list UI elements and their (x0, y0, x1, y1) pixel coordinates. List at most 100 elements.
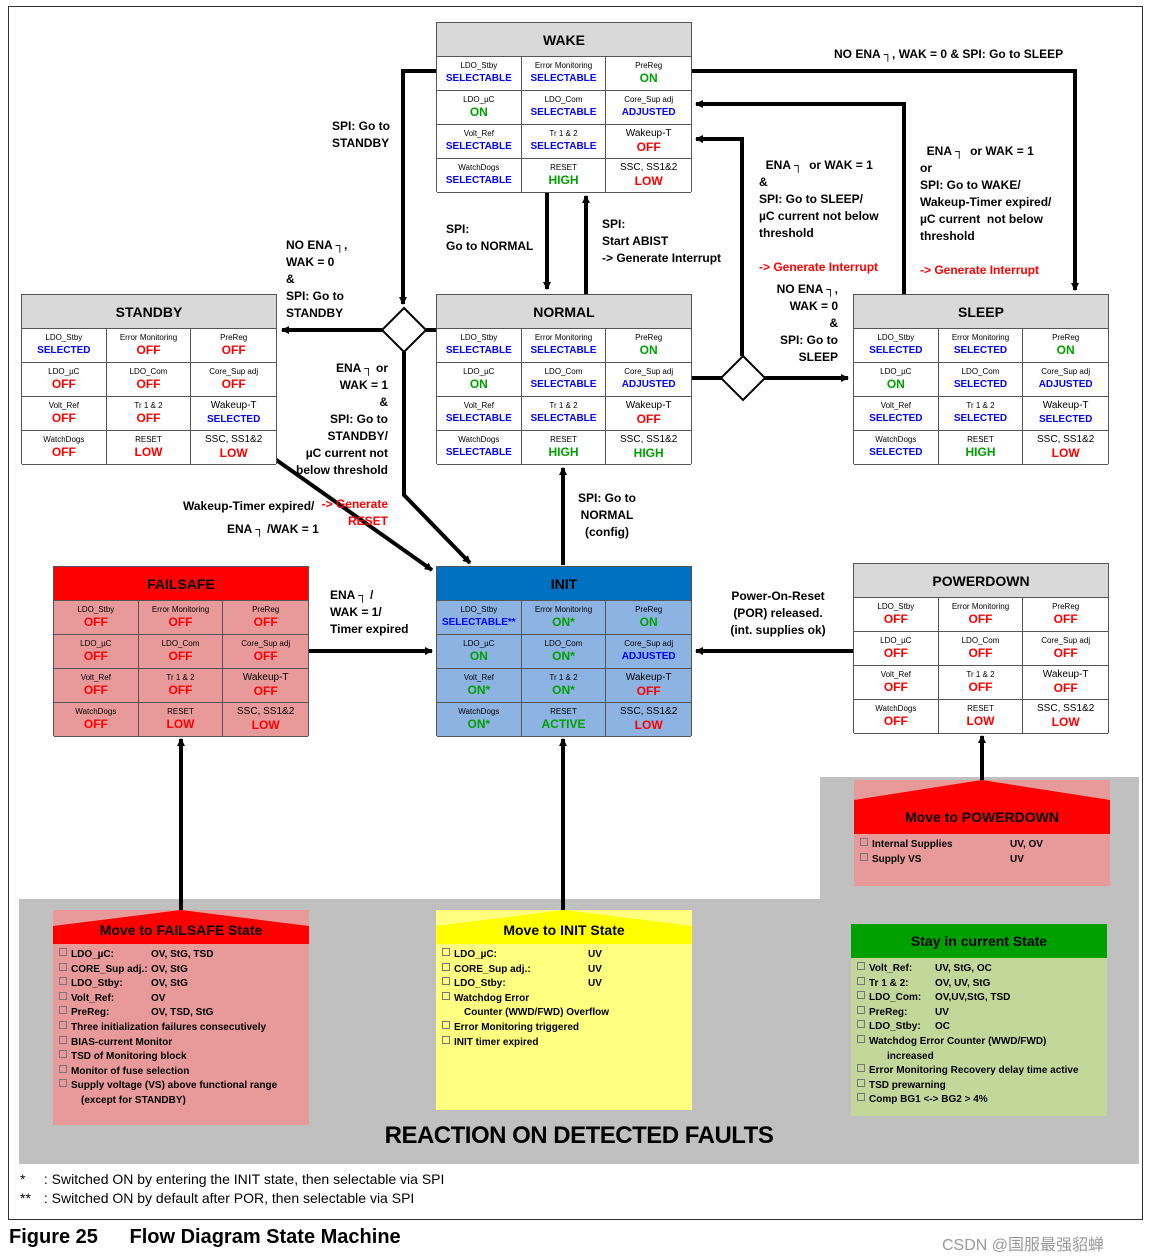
cell-name: RESET (550, 435, 577, 444)
cell-value: SELECTABLE (530, 345, 597, 356)
fault-header-shape (854, 780, 1110, 834)
fault-item: LDO_Stby: OC (857, 1020, 1101, 1035)
fault-item: Three initialization failures consecutiv… (59, 1020, 303, 1036)
fault-cause: CORE_Sup adj.: (71, 963, 148, 975)
cell-name: Error Monitoring (951, 333, 1010, 342)
fault-item: TSD prewarning (857, 1078, 1101, 1094)
checkbox-icon (59, 1050, 67, 1059)
fault-item: Error Monitoring triggered (442, 1020, 686, 1036)
label-wake-to-standby: SPI: Go to STANDBY (332, 119, 390, 150)
cell-value: ON (469, 649, 488, 663)
cell-value: OFF (83, 649, 108, 663)
label-normal-to-sleep: NO ENA ┐, WAK = 0 & SPI: Go to SLEEP (776, 282, 838, 364)
cell-name: Core_Sup adj (209, 367, 259, 376)
cell-name: PreReg (1052, 333, 1080, 342)
fault-item: Watchdog Error (442, 991, 686, 1007)
fault-condition: OC (935, 1021, 950, 1033)
fault-item: CORE_Sup adj.:UV (442, 962, 686, 978)
cell-name: LDO_Com (544, 639, 583, 648)
cell-name: LDO_Stby (45, 333, 83, 342)
checkbox-icon (442, 948, 450, 956)
cell-value: OFF (253, 684, 278, 698)
cell-name: Wakeup-T (625, 672, 672, 683)
footnote-text: : Switched ON by default after POR, then… (43, 1190, 415, 1206)
cell-value: SELECTED (869, 345, 923, 356)
cell-value: OFF (883, 680, 908, 694)
fault-condition: OV, StG (151, 963, 188, 975)
fault-item: Supply voltage (VS) above functional ran… (59, 1079, 303, 1094)
cell-value: OFF (168, 615, 193, 629)
checkbox-icon (857, 976, 865, 985)
cell-name: PreReg (635, 61, 663, 70)
cell-value: HIGH (965, 445, 996, 459)
cell-name: Core_Sup adj (624, 639, 674, 648)
checkbox-icon (857, 1078, 865, 1087)
cell-value: OFF (1053, 612, 1078, 626)
cell-value: OFF (136, 377, 161, 391)
fault-condition: UV (588, 963, 602, 975)
figure-frame (8, 6, 1143, 1220)
cell-value: SELECTABLE (530, 413, 597, 424)
cell-name: SSC, SS1&2 (620, 706, 678, 717)
fault-item: LDO_Stby:OV, StG (59, 977, 303, 992)
cell-name: LDO_Com (544, 367, 583, 376)
cell-value: SELECTABLE (530, 107, 597, 118)
fault-header-shape (436, 910, 692, 944)
label-powerdown-to-init: Power-On-Reset (POR) released. (int. sup… (730, 589, 826, 637)
cell-name: Wakeup-T (625, 128, 672, 139)
cell-name: Volt_Ref (463, 401, 494, 410)
fault-title: Move to POWERDOWN (905, 809, 1059, 825)
cell-name: RESET (967, 704, 994, 713)
cell-name: Tr 1 & 2 (134, 401, 163, 410)
cell-value: SELECTED (206, 414, 261, 425)
cell-name: Wakeup-T (1042, 400, 1089, 411)
fault-condition: OV, StG (151, 978, 188, 990)
cell-name: LDO_Com (161, 639, 200, 648)
fault-cause: Monitor of fuse selection (71, 1065, 190, 1077)
checkbox-icon (442, 977, 450, 986)
reaction-title: REACTION ON DETECTED FAULTS (384, 1122, 774, 1149)
cell-value: SELECTED (953, 413, 1008, 424)
fault-condition: OV, UV, StG (935, 977, 991, 989)
cell-value: OFF (883, 714, 908, 728)
fault-item: BIAS-current Monitor (59, 1035, 303, 1051)
cell-value: LOW (1051, 715, 1080, 729)
cell-name: Wakeup-T (242, 672, 289, 683)
cell-value: HIGH (548, 173, 579, 187)
cell-name: LDO_µC (880, 636, 912, 645)
cell-value: SELECTED (37, 345, 91, 356)
fault-cause: LDO_Stby: (869, 1021, 921, 1033)
state-title: STANDBY (22, 295, 276, 329)
fault-cause: Tr 1 & 2: (869, 977, 909, 989)
checkbox-icon (442, 1020, 450, 1029)
label-normal-to-standby: NO ENA ┐, WAK = 0 & SPI: Go to STANDBY (286, 238, 348, 320)
cell-value: OFF (83, 615, 108, 629)
cell-value: SELECTED (869, 413, 923, 424)
cell-name: Core_Sup adj (1041, 636, 1091, 645)
decision-diamond-sleep (719, 354, 767, 402)
cell-value: SELECTABLE (530, 73, 597, 84)
cell-value: ON* (552, 649, 575, 663)
cell-name: PreReg (1052, 602, 1080, 611)
label-sleep-exit: ENA ┐ or WAK = 1 or SPI: Go to WAKE/ Wak… (920, 126, 1051, 296)
cell-name: LDO_Stby (460, 61, 498, 70)
